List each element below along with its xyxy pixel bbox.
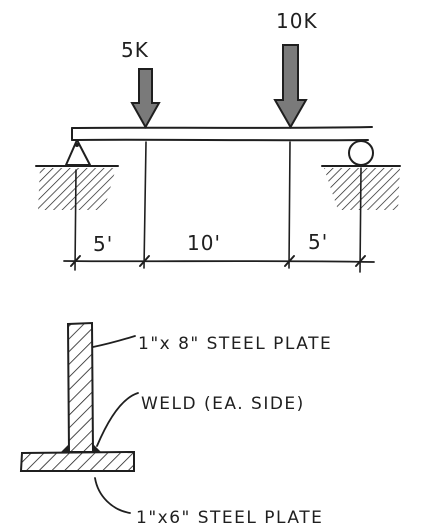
dimension-right: 5' xyxy=(308,230,328,254)
dimension-line xyxy=(63,255,375,267)
beam xyxy=(71,126,373,142)
pin-support xyxy=(65,139,91,166)
ground-right xyxy=(321,165,401,210)
roller-support xyxy=(348,140,374,166)
dimension-middle: 10' xyxy=(187,231,221,255)
weld-fillets xyxy=(61,444,101,452)
web-plate xyxy=(66,321,95,453)
load-label-5k: 5K xyxy=(121,38,149,62)
label-web-plate: 1"x 8" STEEL PLATE xyxy=(138,334,332,354)
flange-plate xyxy=(19,450,135,472)
dimension-left: 5' xyxy=(93,232,113,256)
extension-lines xyxy=(74,141,362,273)
ground-left xyxy=(35,165,119,210)
leader-lines xyxy=(92,335,139,514)
load-arrow-10k xyxy=(273,44,308,130)
label-weld: WELD (EA. SIDE) xyxy=(141,394,305,414)
load-arrow-5k xyxy=(130,68,161,130)
label-flange-plate: 1"x6" STEEL PLATE xyxy=(136,508,323,528)
load-label-10k: 10K xyxy=(276,9,318,33)
